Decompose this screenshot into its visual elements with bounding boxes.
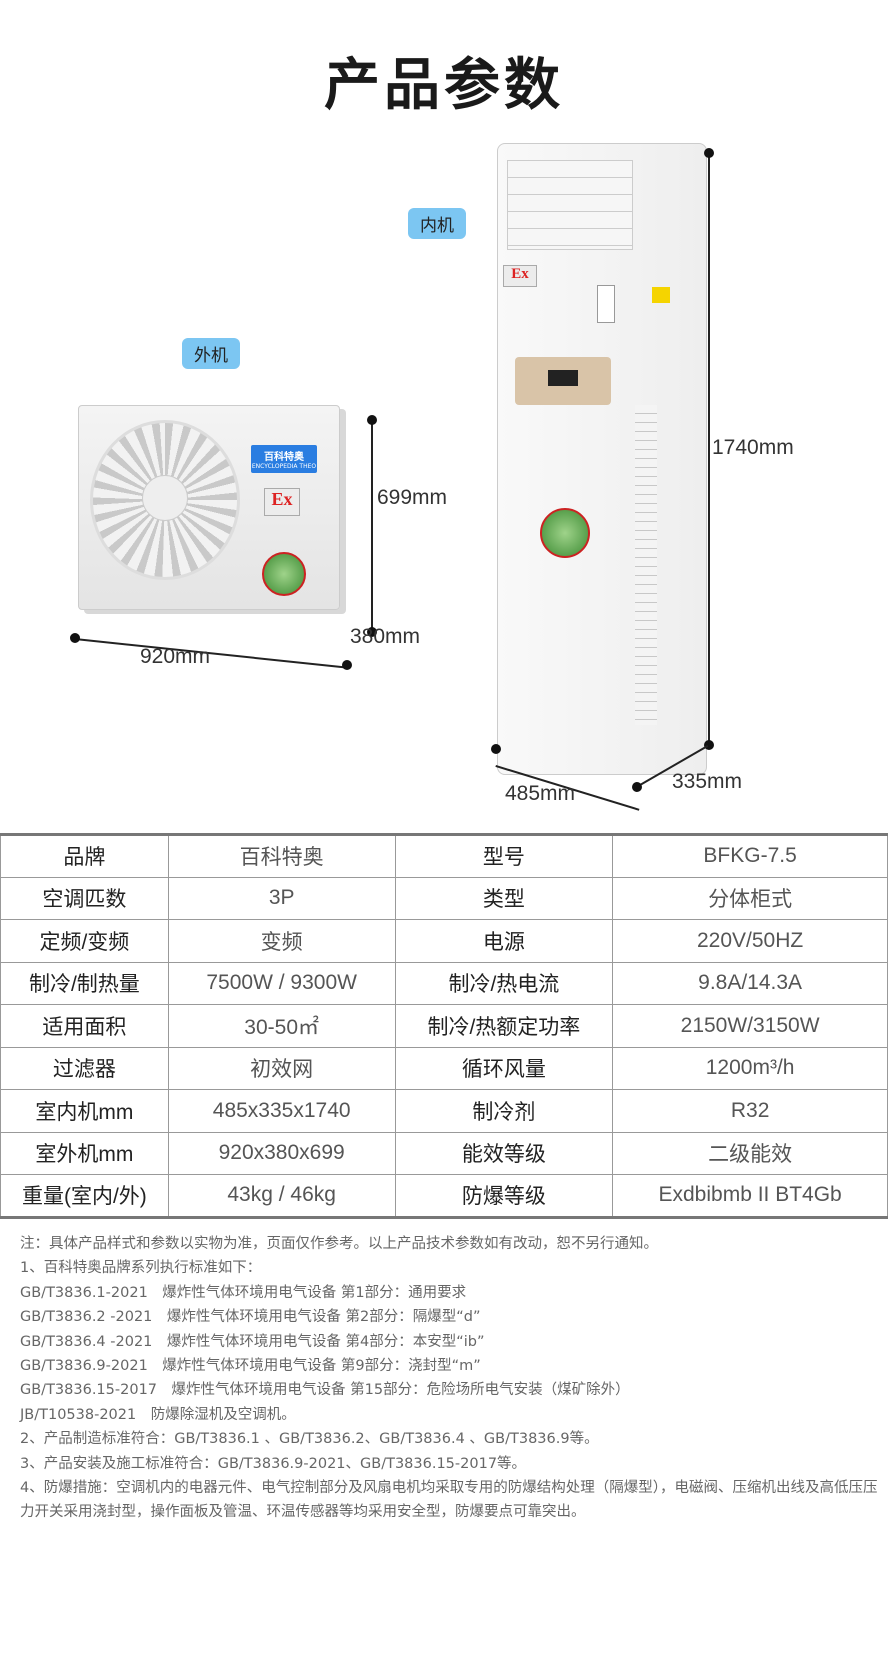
spec-value: 二级能效 bbox=[612, 1131, 888, 1175]
note-line: 注：具体产品样式和参数以实物为准，页面仅作参考。以上产品技术参数如有改动，恕不另… bbox=[20, 1236, 658, 1252]
spec-value: 变频 bbox=[167, 919, 396, 963]
outdoor-ex-mark: Ex bbox=[264, 488, 300, 516]
outdoor-width: 920mm bbox=[140, 645, 211, 668]
page-title: 产品参数 bbox=[324, 53, 564, 118]
outdoor-unit-tag: 外机 bbox=[182, 338, 240, 369]
spec-label: 能效等级 bbox=[394, 1131, 614, 1175]
spec-label: 制冷/热额定功率 bbox=[394, 1004, 614, 1048]
outdoor-height-line bbox=[371, 420, 373, 632]
spec-label: 室外机mm bbox=[0, 1131, 169, 1175]
energy-label bbox=[597, 285, 615, 323]
spec-value: 920x380x699 bbox=[167, 1131, 396, 1175]
spec-value: 1200m³/h bbox=[612, 1046, 888, 1090]
spec-value: 百科特奥 bbox=[167, 834, 396, 878]
spec-value: 9.8A/14.3A bbox=[612, 961, 888, 1005]
warning-sticker bbox=[652, 287, 670, 303]
spec-label: 制冷/制热量 bbox=[0, 961, 169, 1005]
spec-value: 初效网 bbox=[167, 1046, 396, 1090]
spec-value: 3P bbox=[167, 876, 396, 920]
spec-label: 制冷/热电流 bbox=[394, 961, 614, 1005]
spec-value: BFKG-7.5 bbox=[612, 834, 888, 878]
spec-value: 7500W / 9300W bbox=[167, 961, 396, 1005]
spec-label: 室内机mm bbox=[0, 1089, 169, 1133]
spec-label: 适用面积 bbox=[0, 1004, 169, 1048]
note-line: JB/T10538-2021 防爆除湿机及空调机。 bbox=[20, 1406, 296, 1423]
spec-label: 类型 bbox=[394, 876, 614, 920]
outdoor-depth: 380mm bbox=[350, 625, 421, 648]
indoor-height: 1740mm bbox=[712, 436, 794, 459]
note-line: GB/T3836.9-2021 爆炸性气体环境用电气设备 第9部分：浇封型“m” bbox=[20, 1358, 481, 1375]
spec-label: 防爆等级 bbox=[394, 1174, 614, 1218]
note-line: GB/T3836.1-2021 爆炸性气体环境用电气设备 第1部分：通用要求 bbox=[20, 1284, 467, 1301]
spec-value: R32 bbox=[612, 1089, 888, 1133]
spec-label: 电源 bbox=[394, 919, 614, 963]
spec-value: 485x335x1740 bbox=[167, 1089, 396, 1133]
note-line: 2、产品制造标准符合：GB/T3836.1 、GB/T3836.2、GB/T38… bbox=[20, 1431, 599, 1448]
spec-value: 30-50㎡ bbox=[167, 1004, 396, 1048]
notes: 注：具体产品样式和参数以实物为准，页面仅作参考。以上产品技术参数如有改动，恕不另… bbox=[20, 1232, 880, 1525]
air-outlet-grille bbox=[507, 160, 633, 250]
spec-value: Exdbibmb II BT4Gb bbox=[612, 1174, 888, 1218]
spec-label: 制冷剂 bbox=[394, 1089, 614, 1133]
spec-label: 型号 bbox=[394, 834, 614, 878]
note-line: 3、产品安装及施工标准符合：GB/T3836.9-2021、GB/T3836.1… bbox=[20, 1455, 527, 1472]
indoor-ex-mark: Ex bbox=[503, 265, 537, 287]
spec-value: 43kg / 46kg bbox=[167, 1174, 396, 1218]
spec-value: 分体柜式 bbox=[612, 876, 888, 920]
indoor-unit-tag: 内机 bbox=[408, 208, 466, 239]
spec-value: 2150W/3150W bbox=[612, 1004, 888, 1048]
spec-label: 重量(室内/外) bbox=[0, 1174, 169, 1218]
note-line: GB/T3836.4 -2021 爆炸性气体环境用电气设备 第4部分：本安型“i… bbox=[20, 1333, 485, 1350]
fan-hub bbox=[142, 475, 188, 521]
side-vents bbox=[635, 405, 657, 725]
spec-label: 空调匹数 bbox=[0, 876, 169, 920]
spec-label: 定频/变频 bbox=[0, 919, 169, 963]
note-line: 1、百科特奥品牌系列执行标准如下： bbox=[20, 1260, 262, 1277]
outdoor-height: 699mm bbox=[377, 486, 448, 509]
spec-label: 循环风量 bbox=[394, 1046, 614, 1090]
spec-value: 220V/50HZ bbox=[612, 919, 888, 963]
note-line: 4、防爆措施：空调机内的电器元件、电气控制部分及风扇电机均采取专用的防爆结构处理… bbox=[20, 1480, 878, 1521]
height-dimension-line bbox=[708, 153, 710, 745]
note-line: GB/T3836.15-2017 爆炸性气体环境用电气设备 第15部分：危险场所… bbox=[20, 1382, 630, 1399]
indoor-depth: 335mm bbox=[672, 770, 743, 793]
note-line: GB/T3836.2 -2021 爆炸性气体环境用电气设备 第2部分：隔爆型“d… bbox=[20, 1309, 481, 1326]
certification-seal bbox=[540, 508, 590, 558]
brand-label: 百科特奥 ENCYCLOPEDIA THEO bbox=[251, 445, 317, 473]
outdoor-certification-seal bbox=[262, 552, 306, 596]
spec-label: 品牌 bbox=[0, 834, 169, 878]
indoor-width: 485mm bbox=[505, 782, 576, 805]
display-screen bbox=[548, 370, 578, 386]
spec-label: 过滤器 bbox=[0, 1046, 169, 1090]
outdoor-width-line bbox=[74, 638, 349, 669]
